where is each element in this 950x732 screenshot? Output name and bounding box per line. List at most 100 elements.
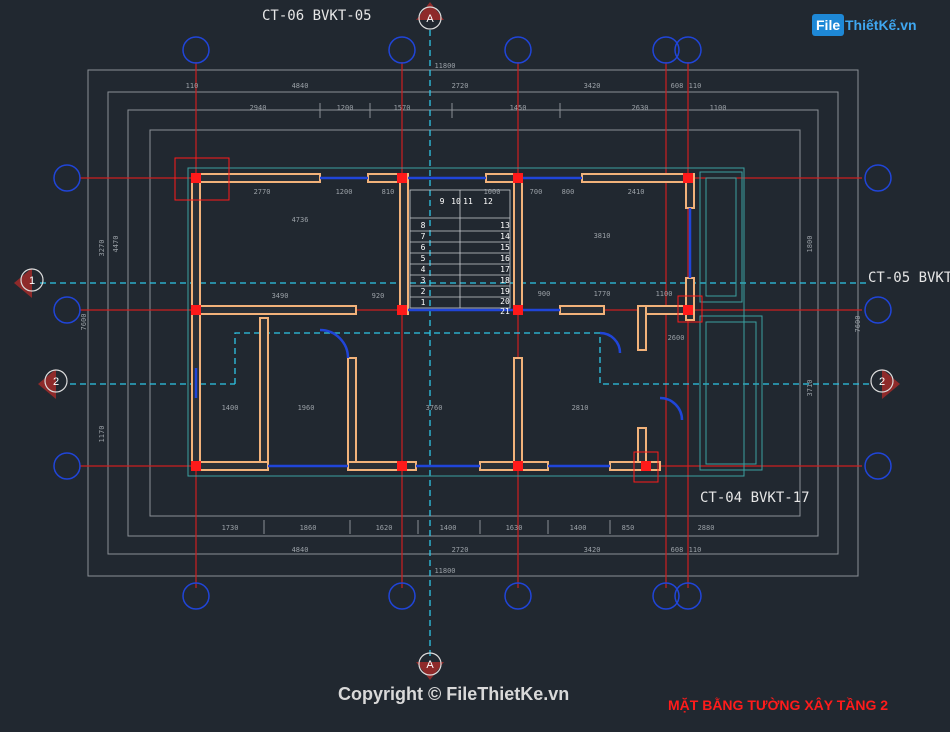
stair-number: 3 (421, 276, 426, 285)
dim-left-col: 1170 (98, 426, 106, 443)
dim-bottom-row2: 608 (671, 546, 684, 554)
stair-number: 16 (500, 254, 510, 263)
columns (191, 173, 693, 471)
dim-row2: 608 (671, 82, 684, 90)
dim-interior: 3810 (594, 232, 611, 240)
dimension-frames (87, 69, 859, 577)
dim-interior: 2600 (668, 334, 685, 342)
stair-number: 11 (463, 197, 473, 206)
ref-label-right: CT-05 BVKT (868, 270, 950, 286)
stair-number: 20 (500, 297, 510, 306)
walls (191, 173, 695, 471)
dim-left-col: 3270 (98, 240, 106, 257)
section-label-2-right: 2 (879, 376, 885, 388)
dimension-ticks (195, 84, 689, 556)
dim-inner-top: 2770 (254, 188, 271, 196)
stair-number: 2 (421, 287, 426, 296)
dim-bottom-row1: 1860 (300, 524, 317, 532)
section-label-1: 1 (29, 275, 35, 287)
dim-bottom-row1: 1730 (222, 524, 239, 532)
grid-bubbles (53, 36, 892, 610)
stair-number: 17 (500, 265, 510, 274)
drawing-title: MẶT BẰNG TƯỜNG XÂY TẦNG 2 (668, 697, 889, 713)
dim-right-col: 7600 (854, 316, 862, 333)
stair-number: 19 (500, 287, 510, 296)
ref-label-top-left: CT-06 BVKT-05 (262, 8, 372, 24)
section-lines (40, 30, 870, 660)
openings (194, 176, 692, 468)
dim-interior: 3490 (272, 292, 289, 300)
dim-bottom-row2: 4840 (292, 546, 309, 554)
dim-overall-bottom: 11800 (434, 567, 455, 575)
dim-bottom-row2: 2720 (452, 546, 469, 554)
stair-number: 15 (500, 243, 510, 252)
section-markers: A A 1 2 2 (14, 2, 900, 680)
logo-file-badge: File (812, 14, 845, 36)
stair-number: 8 (421, 221, 426, 230)
ref-label-bottom-right: CT-04 BVKT-17 (700, 490, 810, 506)
building-outline (187, 167, 745, 477)
dim-row3: 1100 (710, 104, 727, 112)
stair-number: 14 (500, 232, 510, 241)
dim-inner-top: 810 (382, 188, 395, 196)
dim-row2: 4840 (292, 82, 309, 90)
stair-number: 6 (421, 243, 426, 252)
dim-overall-top: 11800 (434, 62, 455, 70)
stair-number: 4 (421, 265, 426, 274)
stair-number: 13 (500, 221, 510, 230)
stair-number: 18 (500, 276, 510, 285)
dim-inner-top: 1200 (336, 188, 353, 196)
detail-boxes (174, 157, 703, 483)
copyright-text: Copyright © FileThietKe.vn (338, 684, 570, 704)
stair-number: 9 (440, 197, 445, 206)
site-logo[interactable]: File ThiếtKế.vn (812, 12, 922, 42)
dim-inner-top: 800 (562, 188, 575, 196)
dim-row3: 1450 (510, 104, 527, 112)
stairs (409, 189, 511, 309)
dim-bottom-row1: 1400 (440, 524, 457, 532)
section-label-a-bottom: A (426, 659, 434, 671)
stair-number: 5 (421, 254, 426, 263)
dim-bottom-row2: 110 (689, 546, 702, 554)
dim-row2: 110 (689, 82, 702, 90)
dim-interior: 1770 (594, 290, 611, 298)
dim-interior: 2810 (572, 404, 589, 412)
dim-left-col: 4470 (112, 236, 120, 253)
dim-row2: 110 (186, 82, 199, 90)
dim-row3: 1570 (394, 104, 411, 112)
dim-inner-top: 2410 (628, 188, 645, 196)
section-label-a-top: A (426, 13, 434, 25)
dim-bottom-row1: 2880 (698, 524, 715, 532)
dim-interior: 3760 (426, 404, 443, 412)
section-label-2-left: 2 (53, 376, 59, 388)
dim-row3: 1200 (337, 104, 354, 112)
dim-inner-top: 700 (530, 188, 543, 196)
dim-interior: 4736 (292, 216, 309, 224)
dim-interior: 1400 (222, 404, 239, 412)
dim-bottom-row1: 1630 (506, 524, 523, 532)
dim-row3: 2940 (250, 104, 267, 112)
dim-bottom-row2: 3420 (584, 546, 601, 554)
stair-number: 12 (483, 197, 493, 206)
stair-number: 10 (451, 197, 461, 206)
dim-row3: 2630 (632, 104, 649, 112)
balcony (699, 171, 763, 471)
dim-row2: 3420 (584, 82, 601, 90)
dim-right-col: 3710 (806, 380, 814, 397)
dim-bottom-row1: 1400 (570, 524, 587, 532)
dim-interior: 1960 (298, 404, 315, 412)
dim-right-col: 1800 (806, 236, 814, 253)
stair-number: 7 (421, 232, 426, 241)
stair-number: 21 (500, 307, 510, 316)
dim-inner-top: 1000 (484, 188, 501, 196)
dim-interior: 1100 (656, 290, 673, 298)
stair-number: 1 (421, 298, 426, 307)
dim-interior: 900 (538, 290, 551, 298)
dim-interior: 920 (372, 292, 385, 300)
dim-left-col: 7600 (80, 314, 88, 331)
logo-text: ThiếtKế.vn (845, 17, 917, 33)
dim-bottom-row1: 1620 (376, 524, 393, 532)
dim-row2: 2720 (452, 82, 469, 90)
dim-bottom-row1: 850 (622, 524, 635, 532)
